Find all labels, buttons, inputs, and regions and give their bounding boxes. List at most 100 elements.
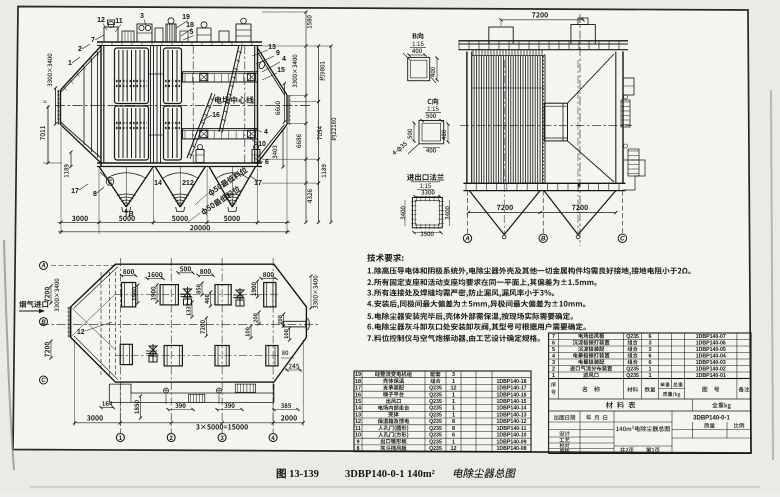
svg-text:1DBP140-10: 1DBP140-10 <box>497 433 527 439</box>
svg-text:1DBP140-18: 1DBP140-18 <box>497 379 527 385</box>
svg-text:2: 2 <box>552 366 555 372</box>
svg-text:6: 6 <box>648 353 651 359</box>
svg-text:Q235: Q235 <box>626 373 639 379</box>
svg-text:7: 7 <box>91 37 95 44</box>
svg-text:Q235: Q235 <box>429 439 442 445</box>
svg-text:1DBP140-08: 1DBP140-08 <box>497 446 527 452</box>
svg-text:Q235: Q235 <box>626 366 639 372</box>
svg-text:11: 11 <box>115 18 123 25</box>
svg-text:4: 4 <box>552 353 556 359</box>
svg-text:1: 1 <box>648 366 651 372</box>
svg-text:15: 15 <box>355 399 361 405</box>
svg-text:1DBP140-02: 1DBP140-02 <box>696 366 726 372</box>
svg-text:1DBP140-14: 1DBP140-14 <box>497 406 527 412</box>
svg-text:19: 19 <box>355 372 361 378</box>
svg-text:1: 1 <box>452 406 455 412</box>
svg-text:3: 3 <box>648 340 651 346</box>
svg-text:1: 1 <box>119 436 123 442</box>
svg-text:17: 17 <box>355 386 361 392</box>
svg-text:6: 6 <box>452 433 455 439</box>
svg-text:A: A <box>40 264 45 270</box>
svg-text:1DBP140-11: 1DBP140-11 <box>497 426 527 432</box>
svg-text:1DBP140-16: 1DBP140-16 <box>497 392 527 398</box>
svg-text:2: 2 <box>170 436 174 442</box>
svg-text:16: 16 <box>355 392 361 398</box>
svg-text:1: 1 <box>452 439 455 445</box>
svg-text:C: C <box>41 378 46 384</box>
svg-text:1DBP140-09: 1DBP140-09 <box>497 439 527 445</box>
svg-text:18: 18 <box>186 22 194 29</box>
svg-text:C: C <box>620 236 625 243</box>
svg-text:4: 4 <box>264 129 268 136</box>
svg-text:1: 1 <box>452 399 455 405</box>
svg-text:1: 1 <box>68 60 72 67</box>
svg-text:1DBP140-13: 1DBP140-13 <box>497 412 527 418</box>
svg-text:Q235: Q235 <box>429 419 442 425</box>
svg-text:2: 2 <box>78 46 82 53</box>
svg-text:Q235: Q235 <box>429 446 442 452</box>
svg-text:3: 3 <box>552 360 555 366</box>
svg-text:3: 3 <box>140 13 144 20</box>
svg-text:10: 10 <box>258 141 266 148</box>
svg-text:1DBP140-07: 1DBP140-07 <box>696 334 726 340</box>
svg-text:B: B <box>128 211 133 218</box>
svg-text:1DBP140-03: 1DBP140-03 <box>696 360 726 366</box>
svg-text:4: 4 <box>271 436 275 442</box>
svg-text:17: 17 <box>254 180 262 187</box>
svg-text:1DBP140-04: 1DBP140-04 <box>696 353 726 359</box>
svg-text:12: 12 <box>77 329 85 336</box>
svg-text:Q235: Q235 <box>429 412 442 418</box>
svg-text:1DBP140-12: 1DBP140-12 <box>497 419 527 425</box>
svg-text:8: 8 <box>452 419 455 425</box>
svg-text:10: 10 <box>355 433 361 439</box>
svg-text:C: C <box>108 180 113 186</box>
svg-text:6: 6 <box>265 159 269 166</box>
svg-text:1: 1 <box>452 379 455 385</box>
svg-text:1: 1 <box>648 373 651 379</box>
svg-text:14: 14 <box>154 180 162 187</box>
svg-text:B: B <box>41 320 46 326</box>
svg-text:17: 17 <box>71 188 79 195</box>
svg-text:12: 12 <box>450 386 456 392</box>
svg-text:212: 212 <box>182 180 194 187</box>
svg-text:12: 12 <box>355 419 361 425</box>
svg-text:4: 4 <box>282 56 286 63</box>
svg-text:8: 8 <box>452 426 455 432</box>
svg-text:8: 8 <box>356 446 359 452</box>
svg-text:3: 3 <box>452 372 455 378</box>
svg-text:1: 1 <box>552 373 555 379</box>
svg-text:A: A <box>464 236 470 243</box>
svg-text:1DBP140-01: 1DBP140-01 <box>696 373 726 379</box>
svg-text:1DBP140-15: 1DBP140-15 <box>497 399 527 405</box>
svg-text:1DBP140-17: 1DBP140-17 <box>497 386 527 392</box>
svg-text:6: 6 <box>552 340 555 346</box>
svg-text:1DBP140-05: 1DBP140-05 <box>696 347 726 353</box>
svg-text:14: 14 <box>355 406 362 412</box>
svg-text:9: 9 <box>356 439 359 445</box>
svg-text:Q235: Q235 <box>429 392 442 398</box>
svg-text:13: 13 <box>355 412 361 418</box>
svg-text:1:15: 1:15 <box>412 42 424 48</box>
svg-text:Q235: Q235 <box>429 426 442 432</box>
svg-text:图 13-139: 图 13-139 <box>276 468 319 480</box>
svg-text:19: 19 <box>182 14 190 21</box>
svg-text:1: 1 <box>452 392 455 398</box>
svg-text:B: B <box>541 236 546 243</box>
svg-text:1: 1 <box>452 412 455 418</box>
svg-text:3: 3 <box>648 347 651 353</box>
svg-text:3: 3 <box>220 436 224 442</box>
svg-text:12: 12 <box>97 17 105 24</box>
svg-text:15: 15 <box>277 67 285 74</box>
svg-text:11: 11 <box>355 426 361 432</box>
svg-text:Q235: Q235 <box>429 433 442 439</box>
svg-text:Q235: Q235 <box>429 399 442 405</box>
svg-text:6: 6 <box>648 334 651 340</box>
svg-text:8: 8 <box>93 191 97 198</box>
svg-text:1DBP140-06: 1DBP140-06 <box>696 340 726 346</box>
svg-text:Q235: Q235 <box>429 386 442 392</box>
svg-text:3DBP140-0-1: 3DBP140-0-1 <box>693 416 730 422</box>
svg-text:5: 5 <box>552 347 555 353</box>
svg-text:≈: ≈ <box>43 99 47 106</box>
svg-text:5: 5 <box>190 29 194 36</box>
svg-text:3DBP140-0-1 140m²: 3DBP140-0-1 140m² <box>345 469 435 480</box>
